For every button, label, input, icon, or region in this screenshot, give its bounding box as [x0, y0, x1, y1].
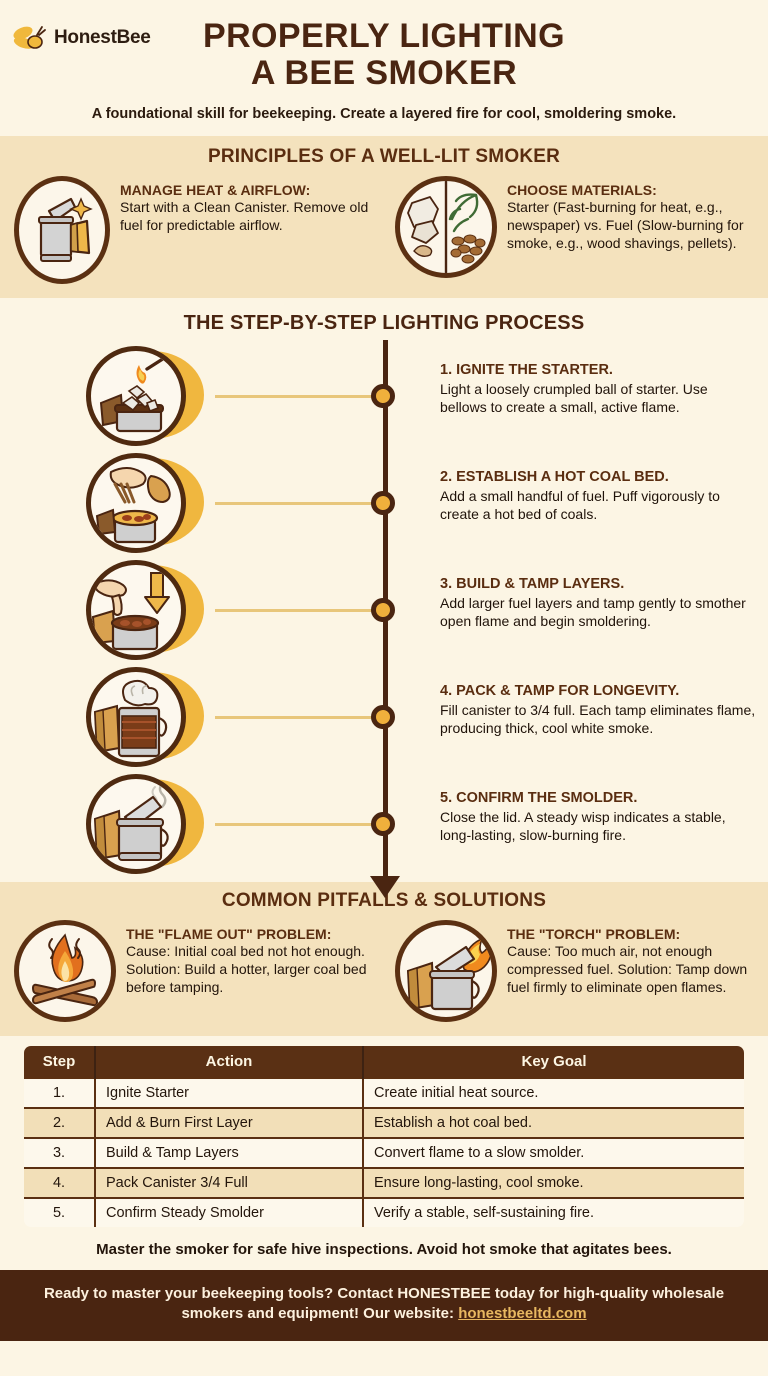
- cta-website-link[interactable]: honestbeeltd.com: [458, 1305, 587, 1323]
- principle-head: MANAGE HEAT & AIRFLOW:: [120, 181, 311, 198]
- packed-canister-smoke-icon: [86, 667, 186, 768]
- cell-action: Ignite Starter: [95, 1076, 364, 1108]
- step-head: 5. CONFIRM THE SMOLDER.: [440, 789, 638, 806]
- page-title: PROPERLY LIGHTING A BEE SMOKER: [0, 14, 768, 93]
- cell-step: 5.: [24, 1196, 96, 1227]
- cell-goal: Create initial heat source.: [363, 1076, 744, 1108]
- bee-icon: [13, 26, 46, 49]
- principle-head: CHOOSE MATERIALS:: [506, 181, 657, 198]
- timeline-node: [371, 704, 395, 729]
- principle-item: CHOOSE MATERIALS: Starter (Fast-burning …: [389, 175, 754, 284]
- cell-goal: Verify a stable, self-sustaining fire.: [363, 1196, 744, 1227]
- pitfall-head: THE "FLAME OUT" PROBLEM:: [126, 925, 332, 942]
- summary-table-wrap: Step Action Key Goal 1. Ignite Starter C…: [0, 1035, 768, 1229]
- table-row: 4. Pack Canister 3/4 Full Ensure long-la…: [24, 1166, 744, 1198]
- cell-goal: Ensure long-lasting, cool smoke.: [363, 1166, 744, 1198]
- cell-action: Pack Canister 3/4 Full: [95, 1166, 364, 1198]
- table-row: 1. Ignite Starter Create initial heat so…: [24, 1076, 744, 1108]
- step-head: 2. ESTABLISH A HOT COAL BED.: [440, 468, 669, 485]
- principle-body: Start with a Clean Canister. Remove old …: [120, 199, 369, 234]
- step-body: Close the lid. A steady wisp indicates a…: [440, 808, 726, 843]
- pitfalls-section: COMMON PITFALLS & SOLUTIONS THE "FLAME O…: [0, 881, 768, 1036]
- step-head: 1. IGNITE THE STARTER.: [440, 361, 613, 378]
- cta-text: Ready to master your beekeeping tools? C…: [43, 1284, 725, 1323]
- process-step: 2. ESTABLISH A HOT COAL BED. Add a small…: [0, 450, 768, 557]
- timeline-node: [371, 811, 395, 836]
- principle-body: Starter (Fast-burning for heat, e.g., ne…: [506, 199, 744, 252]
- timeline-node: [371, 490, 395, 515]
- process-step: 3. BUILD & TAMP LAYERS. Add larger fuel …: [0, 557, 768, 664]
- process-step: 1. IGNITE THE STARTER. Light a loosely c…: [0, 343, 768, 450]
- pitfall-item: THE "TORCH" PROBLEM: Cause: Too much air…: [389, 919, 754, 1022]
- page-subtitle: A foundational skill for beekeeping. Cre…: [91, 105, 677, 122]
- cell-step: 2.: [24, 1106, 96, 1138]
- smoker-clean-canister-icon: [14, 175, 110, 284]
- pitfalls-title: COMMON PITFALLS & SOLUTIONS: [221, 889, 547, 911]
- step-connector: [215, 394, 385, 398]
- header: HonestBee PROPERLY LIGHTING A BEE SMOKER…: [0, 0, 768, 136]
- step-connector: [215, 608, 385, 612]
- title-line-2: A BEE SMOKER: [250, 54, 518, 93]
- process-title: THE STEP-BY-STEP LIGHTING PROCESS: [183, 311, 585, 334]
- table-row: 5. Confirm Steady Smolder Verify a stabl…: [24, 1196, 744, 1227]
- col-key-goal: Key Goal: [363, 1045, 744, 1078]
- cell-action: Build & Tamp Layers: [95, 1136, 364, 1168]
- cell-action: Confirm Steady Smolder: [95, 1196, 364, 1227]
- pitfall-head: THE "TORCH" PROBLEM:: [506, 925, 681, 942]
- principles-section: PRINCIPLES OF A WELL-LIT SMOKER MANAGE: [0, 135, 768, 298]
- cell-action: Add & Burn First Layer: [95, 1106, 364, 1138]
- process-section: THE STEP-BY-STEP LIGHTING PROCESS: [0, 297, 768, 898]
- table-row: 2. Add & Burn First Layer Establish a ho…: [24, 1106, 744, 1138]
- table-row: 3. Build & Tamp Layers Convert flame to …: [24, 1136, 744, 1168]
- step-head: 3. BUILD & TAMP LAYERS.: [440, 575, 625, 592]
- process-step: 5. CONFIRM THE SMOLDER. Close the lid. A…: [0, 771, 768, 878]
- cell-step: 4.: [24, 1166, 96, 1198]
- brand-logo: HonestBee: [12, 22, 151, 54]
- principles-title: PRINCIPLES OF A WELL-LIT SMOKER: [207, 145, 561, 167]
- campfire-icon: [14, 919, 116, 1022]
- closing-statement: Master the smoker for safe hive inspecti…: [0, 1228, 768, 1270]
- principle-item: MANAGE HEAT & AIRFLOW: Start with a Clea…: [14, 175, 379, 284]
- pitfall-item: THE "FLAME OUT" PROBLEM: Cause: Initial …: [14, 919, 379, 1022]
- step-connector: [215, 822, 385, 826]
- step-body: Add larger fuel layers and tamp gently t…: [440, 594, 746, 629]
- cell-goal: Establish a hot coal bed.: [363, 1106, 744, 1138]
- starter-vs-fuel-icon: [394, 175, 497, 278]
- closed-smoker-wisp-icon: [86, 774, 186, 875]
- summary-table: Step Action Key Goal 1. Ignite Starter C…: [22, 1043, 746, 1229]
- step-connector: [215, 501, 385, 505]
- pitfall-body: Cause: Too much air, not enough compress…: [506, 943, 748, 996]
- cell-step: 1.: [24, 1076, 96, 1108]
- process-step: 4. PACK & TAMP FOR LONGEVITY. Fill canis…: [0, 664, 768, 771]
- timeline-node: [371, 597, 395, 622]
- hand-adding-fuel-icon: [86, 453, 186, 554]
- col-step: Step: [24, 1045, 96, 1078]
- col-action: Action: [95, 1045, 364, 1078]
- brand-name: HonestBee: [54, 27, 151, 48]
- hand-tamping-layers-icon: [86, 560, 186, 661]
- step-head: 4. PACK & TAMP FOR LONGEVITY.: [440, 682, 680, 699]
- title-line-1: PROPERLY LIGHTING: [203, 17, 565, 55]
- cell-goal: Convert flame to a slow smolder.: [363, 1136, 744, 1168]
- timeline-node: [371, 383, 395, 408]
- cell-step: 3.: [24, 1136, 96, 1168]
- smoker-torch-flame-icon: [394, 919, 497, 1022]
- step-body: Light a loosely crumpled ball of starter…: [440, 380, 708, 415]
- step-connector: [215, 715, 385, 719]
- match-lighting-starter-icon: [86, 346, 186, 447]
- timeline-arrow-icon: [370, 875, 400, 898]
- step-body: Add a small handful of fuel. Puff vigoro…: [440, 487, 720, 522]
- step-body: Fill canister to 3/4 full. Each tamp eli…: [440, 701, 756, 736]
- table-header-row: Step Action Key Goal: [24, 1045, 744, 1078]
- pitfall-body: Cause: Initial coal bed not hot enough. …: [126, 943, 367, 996]
- cta-banner: Ready to master your beekeeping tools? C…: [0, 1269, 768, 1342]
